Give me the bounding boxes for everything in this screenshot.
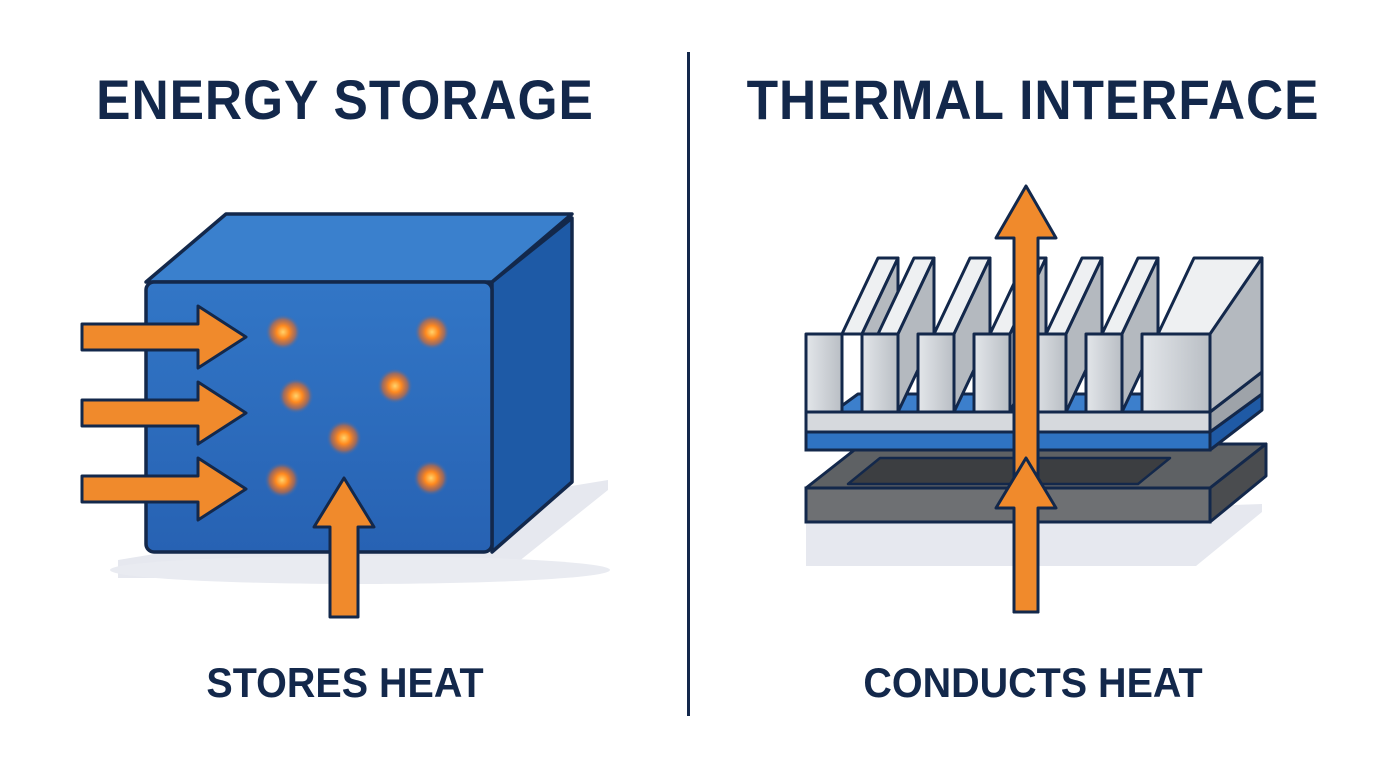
thermal-interface-title: THERMAL INTERFACE [746, 68, 1320, 131]
block-shadow-soft [110, 556, 610, 584]
heatsink-base-front [804, 410, 1212, 434]
heatsink-fins [804, 256, 1264, 414]
thermal-pad-front [804, 430, 1212, 452]
heat-dot [326, 420, 362, 456]
panel-divider [687, 52, 690, 716]
heat-dot [413, 460, 449, 496]
fin [804, 256, 900, 414]
heat-dot [265, 314, 301, 350]
heat-dot [377, 368, 413, 404]
energy-storage-title: ENERGY STORAGE [96, 68, 594, 131]
heat-arrow-right [80, 456, 248, 522]
heat-dot [264, 462, 300, 498]
heat-arrow-up [312, 476, 376, 619]
heat-arrow-right [80, 380, 248, 446]
thermal-interface-diagram [804, 184, 1268, 614]
heat-dot [278, 378, 314, 414]
stores-heat-caption: STORES HEAT [206, 659, 484, 706]
conducts-heat-caption: CONDUCTS HEAT [863, 659, 1203, 706]
energy-storage-diagram [80, 212, 610, 619]
fin [916, 256, 992, 414]
fin [1140, 256, 1264, 414]
heat-input-arrows [80, 304, 248, 522]
heat-arrow-right [80, 304, 248, 370]
conduction-arrow-lower [994, 456, 1058, 614]
stored-heat-dots [264, 314, 450, 498]
chip [846, 456, 1172, 486]
heat-dot [414, 314, 450, 350]
